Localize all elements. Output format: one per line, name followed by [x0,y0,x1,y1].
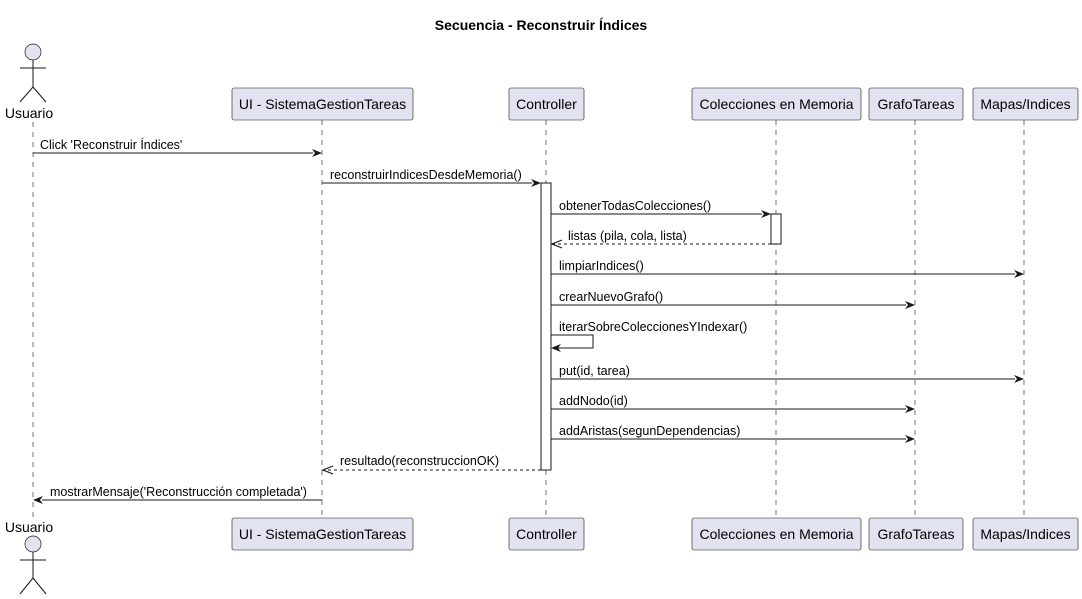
message-label: addNodo(id) [559,394,628,408]
actor-usuario-bottom: Usuario [5,519,53,595]
message: obtenerTodasColecciones() [551,199,771,218]
message-label: addAristas(segunDependencias) [559,424,740,438]
participant-label: Colecciones en Memoria [699,96,853,112]
participant-label: UI - SistemaGestionTareas [239,96,406,112]
message: put(id, tarea) [551,364,1024,383]
message: limpiarIndices() [551,259,1024,278]
message: reconstruirIndicesDesdeMemoria() [322,168,541,187]
participant-label: Controller [516,526,577,542]
participant-colecciones-top: Colecciones en Memoria [691,87,862,121]
actor-head [24,43,42,61]
participant-ui-bottom: UI - SistemaGestionTareas [231,517,414,551]
participant-label: Colecciones en Memoria [699,526,853,542]
participant-label: UI - SistemaGestionTareas [239,526,406,542]
actor-label: Usuario [5,519,53,535]
message: Click 'Reconstruir Índices' [33,137,322,157]
participant-mapas-top: Mapas/Indices [972,87,1079,121]
participant-controller-bottom: Controller [508,517,585,551]
message-label: reconstruirIndicesDesdeMemoria() [330,168,522,182]
message-label: resultado(reconstruccionOK) [340,454,499,468]
participant-controller-top: Controller [508,87,585,121]
participant-label: Mapas/Indices [980,96,1070,112]
message: listas (pila, cola, lista) [550,229,771,249]
participant-label: Mapas/Indices [980,526,1070,542]
message: addNodo(id) [551,394,915,413]
diagram-title: Secuencia - Reconstruir Índices [435,17,648,33]
message-label: obtenerTodasColecciones() [559,199,711,213]
participant-mapas-bottom: Mapas/Indices [972,517,1079,551]
message-label: crearNuevoGrafo() [559,290,663,304]
message-label: Click 'Reconstruir Índices' [40,137,182,152]
participant-colecciones-bottom: Colecciones en Memoria [691,517,862,551]
participant-label: GrafoTareas [877,526,954,542]
activation-colecciones [770,213,782,245]
message: crearNuevoGrafo() [551,290,915,309]
message: mostrarMensaje('Reconstrucción completad… [33,485,322,504]
participant-ui-top: UI - SistemaGestionTareas [231,87,414,121]
actor-usuario-top: Usuario [5,43,53,121]
message-label: mostrarMensaje('Reconstrucción completad… [50,485,307,499]
activation-controller [540,182,552,471]
message-label: limpiarIndices() [559,259,644,273]
participant-label: GrafoTareas [877,96,954,112]
message: addAristas(segunDependencias) [551,424,915,443]
actor-head [24,535,42,553]
participant-grafo-top: GrafoTareas [868,87,964,121]
participant-grafo-bottom: GrafoTareas [868,517,964,551]
actor-label: Usuario [5,105,53,121]
message-label: put(id, tarea) [559,364,630,378]
message: iterarSobreColeccionesYIndexar() [551,320,747,352]
message: resultado(reconstruccionOK) [321,454,541,475]
participant-label: Controller [516,96,577,112]
message-label: listas (pila, cola, lista) [568,229,687,243]
message-label: iterarSobreColeccionesYIndexar() [559,320,747,334]
